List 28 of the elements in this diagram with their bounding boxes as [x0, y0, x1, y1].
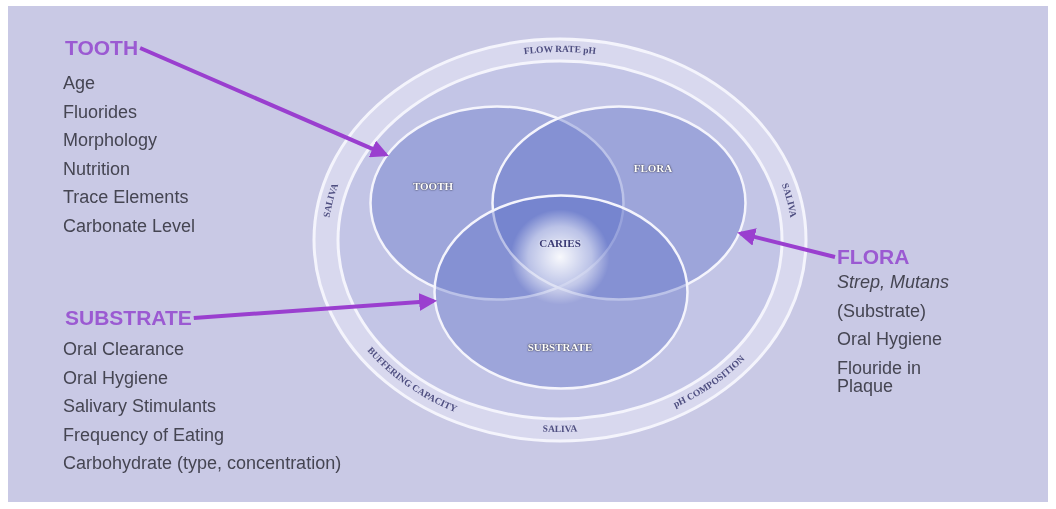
factor-item: Fluorides: [63, 102, 138, 121]
factor-heading: SUBSTRATE: [65, 306, 192, 330]
factor-item: Oral Hygiene: [63, 368, 169, 387]
factor-item: Carbonate Level: [63, 216, 196, 235]
factor-item: Strep, Mutans: [837, 273, 950, 291]
factor-heading: TOOTH: [65, 36, 139, 60]
factor-item: Trace Elements: [63, 188, 189, 206]
circle-label: TOOTH: [412, 180, 454, 192]
factor-item: (Substrate): [837, 301, 927, 320]
ring-label: FLOW RATE pH: [523, 44, 597, 57]
ring-label: SALIVA: [542, 423, 578, 435]
circle-label: SUBSTRATE: [527, 341, 593, 353]
arrow: [139, 46, 389, 158]
center-label: CARIES: [539, 237, 581, 249]
saliva-ring: [312, 37, 808, 443]
arrow: [737, 228, 836, 259]
factor-item: Morphology: [63, 131, 158, 149]
arrow: [193, 293, 438, 320]
factor-item: Carbohydrate (type, concentration): [63, 454, 342, 472]
factor-item: Oral Clearance: [63, 340, 185, 358]
factor-heading: FLORA: [837, 245, 910, 269]
factor-item: Age: [63, 74, 96, 92]
factor-item: Salivary Stimulants: [63, 397, 217, 415]
factor-item: Nutrition: [63, 159, 131, 178]
factor-item: Frequency of Eating: [63, 425, 225, 444]
factor-item: Oral Hygiene: [837, 330, 943, 348]
circle-label: FLORA: [633, 162, 673, 174]
factor-item: Flouride in Plaque: [837, 358, 923, 395]
